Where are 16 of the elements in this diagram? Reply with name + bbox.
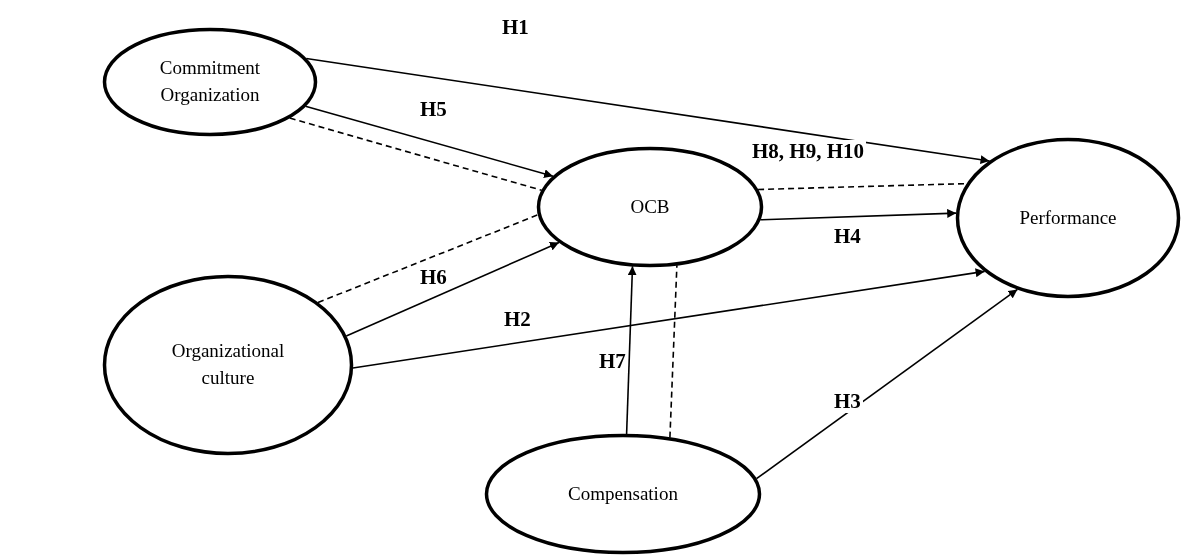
- arrow: [625, 265, 637, 435]
- edge-label: H8, H9, H10: [750, 140, 866, 164]
- node-label: Compensation: [568, 481, 678, 506]
- arrow: [304, 105, 554, 179]
- dashed-line: [288, 117, 543, 191]
- dashed-line: [317, 214, 539, 304]
- node-label: Performance: [1019, 205, 1117, 230]
- arrow: [759, 208, 957, 221]
- arrow: [345, 241, 560, 337]
- arrow: [305, 57, 991, 165]
- node-label: OCB: [630, 194, 670, 219]
- node-label: Commitment Organization: [158, 56, 262, 107]
- arrow: [755, 288, 1019, 480]
- arrow: [352, 268, 986, 369]
- node-label: Organizational culture: [170, 339, 286, 390]
- dashed-line: [669, 264, 678, 439]
